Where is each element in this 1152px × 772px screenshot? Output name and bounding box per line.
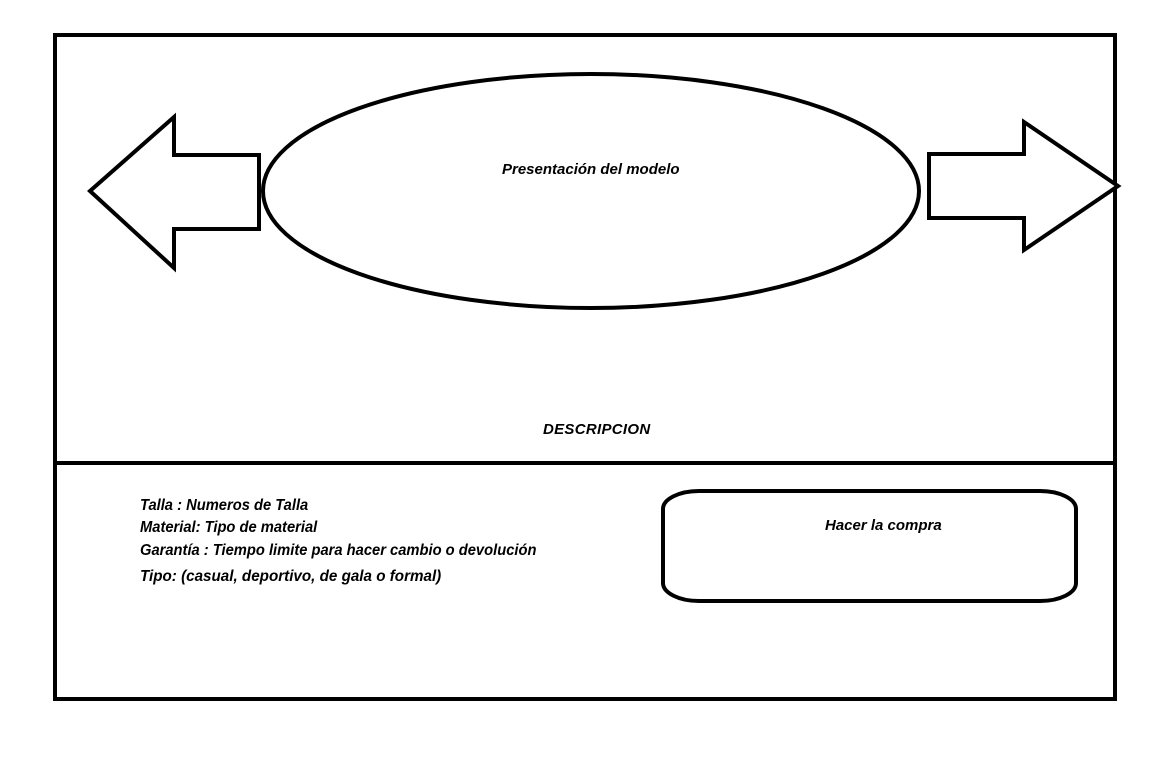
- model-presentation-ellipse: [261, 72, 921, 310]
- prev-model-button[interactable]: [88, 115, 262, 271]
- model-presentation-label: Presentación del modelo: [502, 161, 680, 178]
- description-title: DESCRIPCION: [543, 421, 651, 438]
- detail-warranty: Garantía : Tiempo limite para hacer camb…: [140, 542, 537, 559]
- arrow-right-icon[interactable]: [927, 118, 1122, 254]
- purchase-button-shape[interactable]: [661, 489, 1078, 603]
- detail-type: Tipo: (casual, deportivo, de gala o form…: [140, 568, 442, 585]
- detail-material: Material: Tipo de material: [140, 519, 318, 536]
- detail-size: Talla : Numeros de Talla: [140, 497, 309, 514]
- purchase-button-label: Hacer la compra: [825, 517, 942, 534]
- purchase-button[interactable]: [663, 491, 1076, 601]
- arrow-left-icon[interactable]: [87, 112, 261, 273]
- next-model-button[interactable]: [927, 120, 1120, 253]
